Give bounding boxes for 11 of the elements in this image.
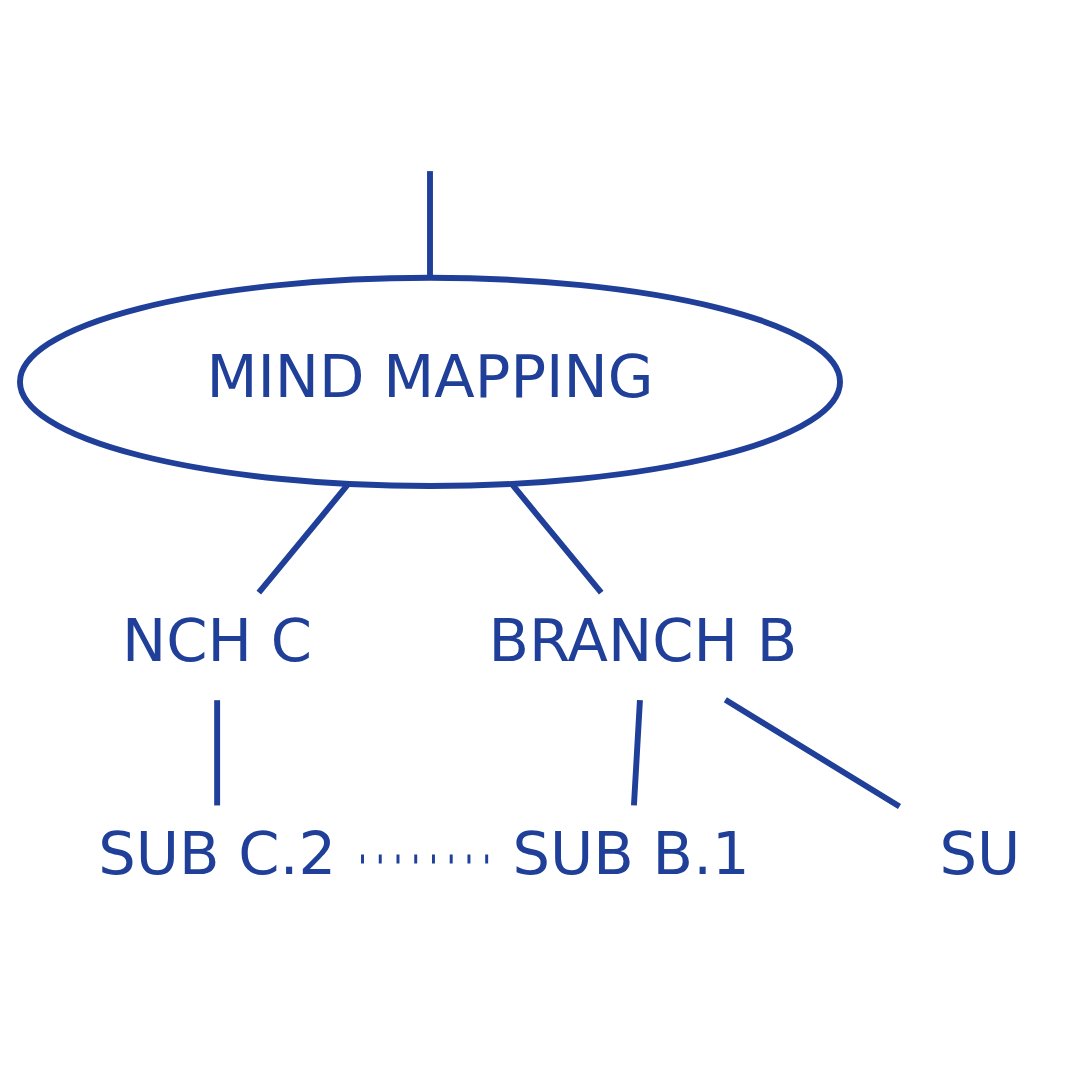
node-text: SU	[939, 818, 1021, 888]
node-text: NCH C	[122, 605, 313, 675]
connector	[631, 699, 643, 806]
node-text: BRANCH B	[488, 605, 798, 675]
node-text: SUB C.2	[98, 818, 337, 888]
connector	[723, 696, 902, 809]
connector	[427, 170, 433, 276]
node-ellipse: MIND MAPPING	[17, 274, 843, 489]
connector	[361, 854, 489, 863]
connector	[214, 699, 221, 805]
node-text: SUB B.1	[512, 818, 750, 888]
